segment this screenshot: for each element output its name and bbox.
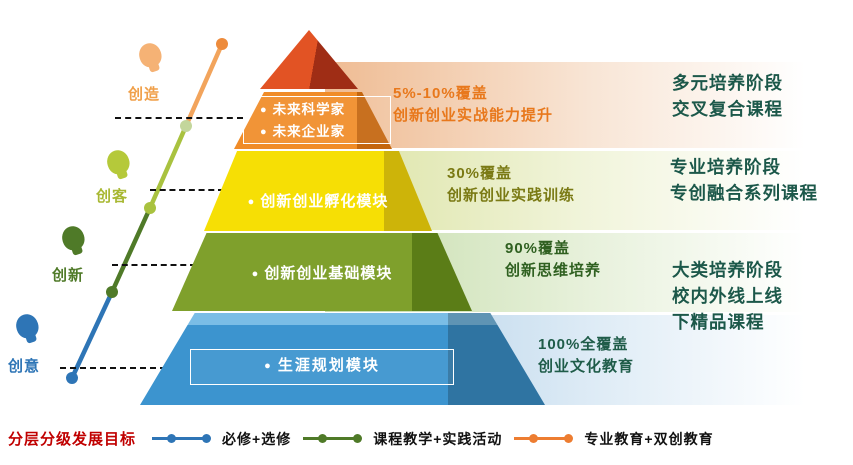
band-multi-stage xyxy=(325,62,805,148)
dashed-connector-career xyxy=(60,367,186,369)
lightbulb-icon-creativity xyxy=(13,311,43,345)
future-line-2: ●未来企业家 xyxy=(260,124,346,139)
legend-label-dual: 专业教育+双创教育 xyxy=(584,430,714,447)
ladder-word-innovation: 创新 xyxy=(51,267,84,284)
ladder-word-maker: 创客 xyxy=(95,188,128,205)
level-label-incubation: ●创新创业孵化模块 xyxy=(247,193,389,210)
bullet-icon: ● xyxy=(251,268,260,280)
ladder-dot xyxy=(144,202,156,214)
coverage-career: 100%全覆盖 创业文化教育 xyxy=(538,336,635,375)
future-line-1: ●未来科学家 xyxy=(260,102,346,117)
lightbulb-icon-innovation xyxy=(59,223,89,257)
coverage-incubation: 30%覆盖 创新创业实践训练 xyxy=(447,165,576,204)
pyramid-level-incubation xyxy=(204,151,432,231)
career-planning-box: ●生涯规划模块 xyxy=(190,349,454,385)
legend-title: 分层分级发展目标 xyxy=(8,431,137,448)
ladder-word-creativity: 创意 xyxy=(7,358,40,375)
ladder-word-creation: 创造 xyxy=(127,86,160,103)
legend-marker-blue xyxy=(152,434,212,443)
dashed-connector-top xyxy=(115,117,243,119)
stage-text-multi: 多元培养阶段 交叉复合课程 xyxy=(672,73,783,119)
legend-label-teaching: 课程教学+实践活动 xyxy=(373,430,503,447)
ladder-segment-yellowgreen xyxy=(147,123,189,211)
pyramid-level-future xyxy=(234,92,392,149)
bullet-icon: ● xyxy=(247,196,256,208)
ladder-dot xyxy=(216,38,228,50)
future-talent-box: ●未来科学家 ●未来企业家 xyxy=(243,96,391,144)
legend: 分层分级发展目标 必修+选修 课程教学+实践活动 专业教育+双创教育 xyxy=(8,428,714,449)
pyramid-level-foundation xyxy=(172,233,472,311)
stage-text-category: 大类培养阶段 校内外线上线 下精品课程 xyxy=(672,260,783,332)
ladder-dot xyxy=(106,286,118,298)
pyramid-apex xyxy=(260,30,358,89)
ladder-segment-blue xyxy=(69,289,115,381)
legend-marker-orange xyxy=(514,434,574,443)
pyramid-level-career xyxy=(140,313,545,405)
coverage-foundation: 90%覆盖 创新思维培养 xyxy=(505,240,602,279)
lightbulb-icon-creation xyxy=(136,40,166,74)
dashed-connector-foundation xyxy=(112,264,196,266)
lightbulb-icon-maker xyxy=(104,147,134,181)
ladder-dot xyxy=(180,120,192,132)
bullet-icon: ● xyxy=(264,360,273,372)
level-label-foundation: ●创新创业基础模块 xyxy=(251,265,393,282)
bullet-icon: ● xyxy=(260,104,268,116)
coverage-top: 5%-10%覆盖 创新创业实战能力提升 xyxy=(393,85,554,124)
bullet-icon: ● xyxy=(260,126,268,138)
ladder-segment-orange xyxy=(183,41,225,129)
dashed-connector-incubation xyxy=(150,189,224,191)
legend-marker-green xyxy=(303,434,363,443)
ladder-dot xyxy=(66,372,78,384)
legend-label-required: 必修+选修 xyxy=(222,430,292,447)
ladder-segment-green xyxy=(109,205,153,295)
stage-text-professional: 专业培养阶段 专创融合系列课程 xyxy=(670,157,818,203)
